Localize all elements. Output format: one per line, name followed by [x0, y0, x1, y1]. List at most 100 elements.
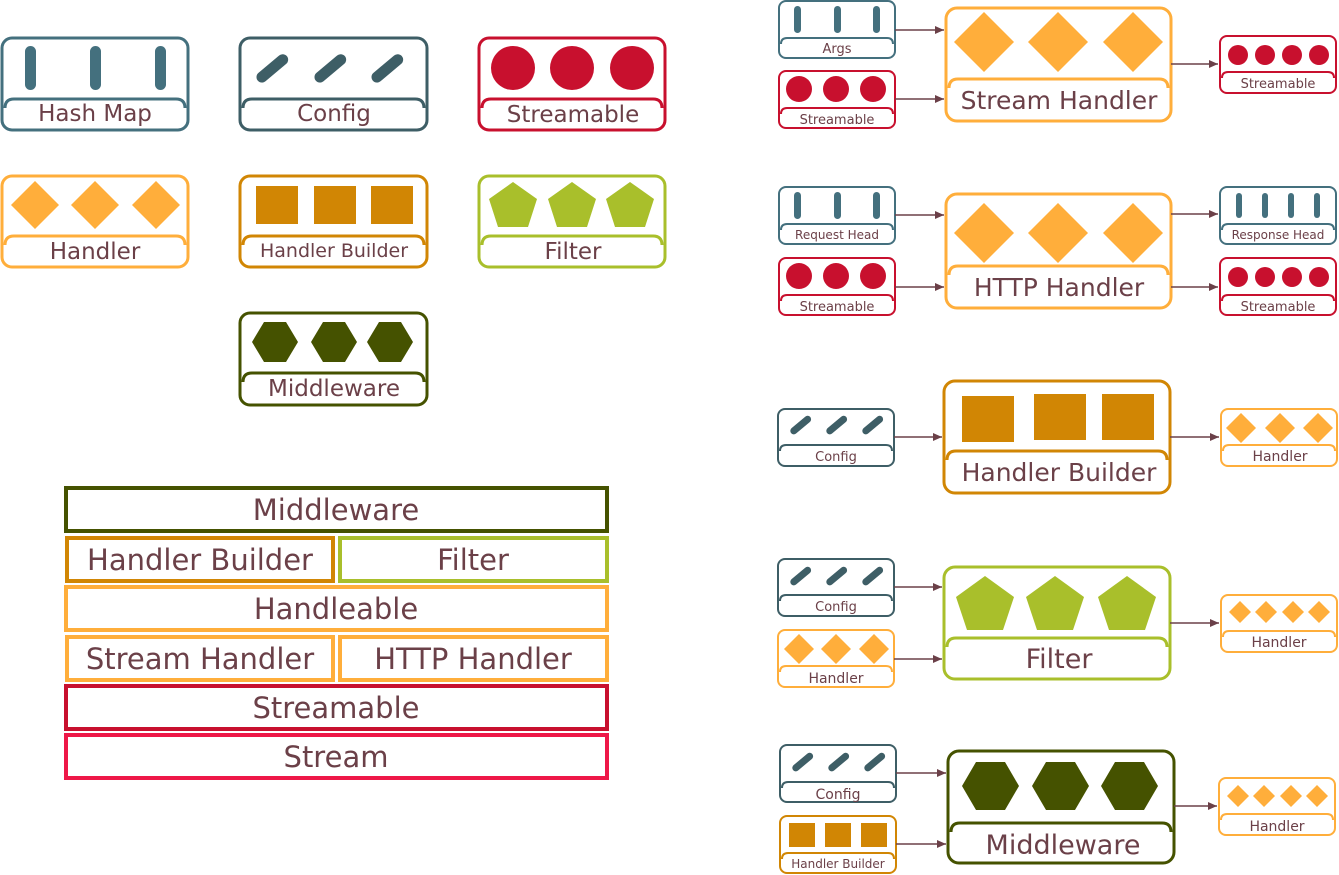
flow-stream-handler: Args Streamable Stream Handler: [778, 0, 1337, 129]
svg-text:Handler: Handler: [1251, 635, 1306, 651]
diamond-icon: [1229, 601, 1330, 623]
svg-text:Handler: Handler: [1249, 819, 1304, 835]
component-http-handler: HTTP Handler: [944, 192, 1173, 310]
svg-text:Filter: Filter: [1026, 644, 1094, 675]
output-handler: Handler: [1220, 594, 1338, 653]
legend-label: Middleware: [268, 376, 400, 402]
input-streamable: Streamable: [778, 70, 896, 129]
input-config: Config: [777, 558, 895, 617]
svg-text:HTTP Handler: HTTP Handler: [374, 642, 572, 676]
circle-icon: [1228, 45, 1329, 65]
flow-middleware: Config Handler Builder Middleware: [779, 744, 1336, 874]
slash-icon: [790, 566, 884, 586]
svg-text:Handler: Handler: [808, 671, 863, 687]
svg-text:Streamable: Streamable: [800, 113, 875, 128]
legend-filter: Filter: [477, 174, 667, 269]
diamond-icon: [11, 181, 180, 229]
svg-text:Handler: Handler: [1252, 449, 1307, 465]
circle-icon: [786, 76, 886, 102]
svg-text:Handler Builder: Handler Builder: [87, 543, 313, 577]
circle-icon: [1228, 267, 1329, 287]
input-config: Config: [779, 744, 897, 803]
layer-handler-builder: Handler Builder: [65, 536, 335, 583]
legend-streamable: Streamable: [477, 36, 667, 132]
legend-config: Config: [238, 36, 429, 132]
svg-text:Streamable: Streamable: [800, 300, 875, 315]
diamond-icon: [1226, 413, 1333, 443]
input-streamable: Streamable: [778, 257, 896, 316]
component-stream-handler: Stream Handler: [944, 6, 1173, 123]
slash-icon: [792, 752, 886, 772]
svg-text:Stream Handler: Stream Handler: [86, 642, 314, 676]
output-handler: Handler: [1218, 777, 1336, 836]
pentagon-icon: [489, 182, 654, 227]
flow-http-handler: Request Head Streamable HTTP Handler: [778, 186, 1337, 316]
svg-text:Handler Builder: Handler Builder: [962, 458, 1158, 487]
input-config: Config: [777, 408, 895, 467]
output-streamable: Streamable: [1219, 35, 1337, 94]
layer-streamable: Streamable: [64, 684, 609, 731]
svg-text:Handler Builder: Handler Builder: [791, 857, 885, 871]
layer-stack: Middleware Handler Builder Filter Handle…: [64, 486, 609, 780]
flow-filter: Config Handler Filter: [777, 558, 1338, 688]
component-middleware: Middleware: [946, 749, 1176, 865]
layer-middleware: Middleware: [64, 486, 609, 533]
legend-label: Config: [297, 101, 371, 127]
square-icon: [789, 823, 887, 847]
legend-label: Hash Map: [38, 101, 152, 127]
svg-text:Config: Config: [815, 600, 857, 615]
svg-text:Middleware: Middleware: [986, 830, 1141, 861]
svg-text:HTTP Handler: HTTP Handler: [974, 273, 1145, 302]
hexagon-icon: [252, 322, 413, 362]
layer-handleable: Handleable: [64, 585, 609, 632]
component-handler-builder: Handler Builder: [942, 379, 1172, 495]
flow-handler-builder: Config Handler Builder Handler: [777, 379, 1338, 495]
svg-text:Request Head: Request Head: [795, 228, 879, 242]
svg-text:Stream: Stream: [284, 740, 389, 774]
svg-text:Config: Config: [815, 450, 857, 465]
legend: Hash Map Config Streamable: [0, 36, 667, 407]
square-icon: [256, 186, 413, 224]
bar-icon: [794, 192, 880, 219]
slash-icon: [790, 415, 884, 435]
svg-text:Config: Config: [816, 787, 861, 803]
square-icon: [962, 394, 1154, 442]
input-handler: Handler: [777, 629, 895, 688]
svg-text:Middleware: Middleware: [253, 493, 419, 527]
circle-icon: [491, 46, 654, 90]
output-handler: Handler: [1220, 408, 1338, 467]
svg-text:Response Head: Response Head: [1232, 228, 1325, 242]
svg-text:Streamable: Streamable: [1241, 77, 1316, 92]
bar-icon: [25, 46, 166, 90]
pentagon-icon: [956, 576, 1156, 630]
input-args: Args: [778, 0, 896, 59]
diamond-icon: [954, 203, 1163, 263]
legend-label: Handler Builder: [260, 240, 408, 262]
legend-middleware: Middleware: [238, 311, 429, 407]
legend-handler: Handler: [0, 174, 190, 269]
input-handler-builder: Handler Builder: [779, 815, 897, 874]
svg-text:Streamable: Streamable: [252, 691, 419, 725]
output-streamable: Streamable: [1219, 257, 1337, 316]
diamond-icon: [784, 634, 889, 664]
layer-http-handler: HTTP Handler: [338, 635, 609, 682]
svg-text:Streamable: Streamable: [1241, 300, 1316, 315]
component-filter: Filter: [942, 565, 1172, 681]
layer-filter: Filter: [338, 536, 609, 583]
circle-icon: [786, 263, 886, 289]
diamond-icon: [1227, 785, 1328, 807]
layer-stream-handler: Stream Handler: [65, 635, 335, 682]
legend-hash-map: Hash Map: [0, 36, 190, 132]
diamond-icon: [954, 12, 1163, 72]
svg-text:Filter: Filter: [437, 543, 509, 577]
legend-label: Streamable: [507, 102, 639, 128]
svg-text:Stream Handler: Stream Handler: [961, 86, 1159, 115]
output-response-head: Response Head: [1219, 186, 1337, 245]
legend-label: Filter: [545, 239, 603, 265]
legend-handler-builder: Handler Builder: [238, 174, 429, 269]
svg-text:Args: Args: [822, 42, 851, 57]
hexagon-icon: [962, 762, 1158, 810]
input-request-head: Request Head: [778, 186, 896, 245]
bar-icon: [1236, 193, 1320, 218]
legend-label: Handler: [50, 239, 141, 265]
